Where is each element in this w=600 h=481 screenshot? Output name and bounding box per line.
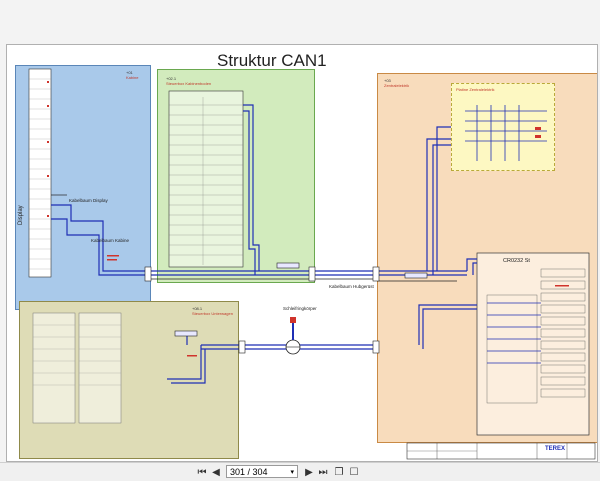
copy-icon[interactable]: ❐ (334, 466, 344, 478)
document-viewer: +01 Kabine +02.1 Steuerbox Kabinenboden … (0, 0, 600, 462)
zone-platine-name: Platine Zentralelektrik (456, 87, 495, 92)
zone-kabine-id: +01 (126, 70, 133, 75)
label-kabelbaum-hubgeruest: Kabelbaum Hubgerüst (329, 284, 374, 289)
prev-page-icon[interactable]: ◀ (212, 466, 220, 478)
schematic-graphics (28, 68, 596, 460)
zone-platine: Platine Zentralelektrik (451, 83, 555, 171)
zone-zentralelektrik-id: +03 (384, 78, 391, 83)
page-title: Struktur CAN1 (217, 51, 327, 70)
zone-kabinenboden-name: Steuerbox Kabinenboden (166, 81, 212, 86)
last-page-icon[interactable]: ⏭ (318, 466, 328, 478)
first-page-icon[interactable]: ⏮ (197, 466, 207, 478)
label-controller: CR0232 St (503, 258, 530, 264)
zone-zentralelektrik-name: Zentralelektrik (384, 83, 410, 88)
zone-unterwagen-id: +08.1 (192, 306, 203, 311)
pdf-toolbar: ⏮ ◀ 301 / 304 ▾ ▶ ⏭ ❐ ☐ (0, 462, 600, 481)
zone-kabinenboden-id: +02.1 (166, 76, 177, 81)
fit-page-icon[interactable]: ☐ (349, 466, 359, 478)
page-number-field[interactable]: 301 / 304 ▾ (226, 465, 298, 478)
controller-cr0232 (476, 252, 590, 436)
zone-kabine-name: Kabine (126, 75, 139, 80)
slip-ring-symbol (285, 317, 301, 355)
next-page-icon[interactable]: ▶ (305, 466, 313, 478)
label-kabelbaum-kabine: Kabelbaum Kabine (91, 238, 130, 243)
display-module (28, 68, 52, 278)
schematic-page: +01 Kabine +02.1 Steuerbox Kabinenboden … (6, 44, 598, 462)
titleblock-brand: TEREX (545, 446, 566, 452)
chevron-down-icon: ▾ (290, 468, 294, 476)
title-block (406, 442, 596, 460)
label-display: Display (18, 205, 24, 225)
zone-unterwagen-name: Steuerbox Unterwagen (192, 311, 233, 316)
label-schleifringkoerper: Schleifringkörper (283, 306, 317, 311)
label-kabelbaum-display: Kabelbaum Display (69, 198, 108, 203)
page-indicator: 301 / 304 (230, 466, 268, 477)
kabinenboden-module (168, 90, 244, 268)
